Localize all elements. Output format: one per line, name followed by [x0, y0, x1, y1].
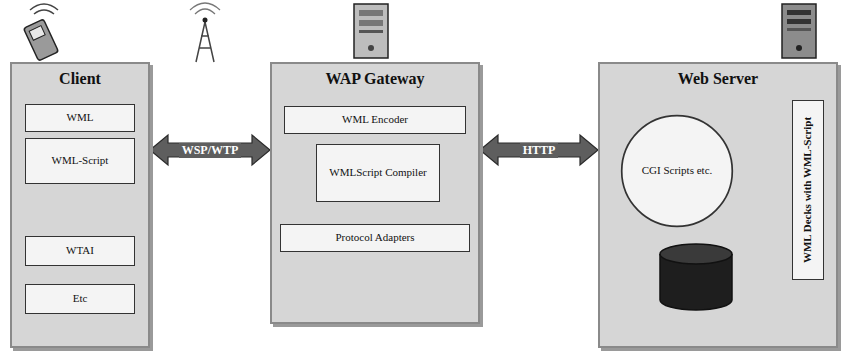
double-arrow — [480, 135, 598, 165]
double-arrow — [150, 135, 270, 165]
phone-icon — [23, 4, 58, 61]
module-box: WML — [25, 104, 135, 132]
module-box: Protocol Adapters — [280, 224, 470, 252]
box-label: WTAI — [62, 241, 98, 260]
box-label: WML-Script — [48, 151, 113, 170]
protocol-label: HTTP — [520, 143, 559, 158]
box-label: WML Decks with WML-Script — [798, 113, 817, 267]
box-label: Protocol Adapters — [331, 228, 418, 247]
database-cylinder — [656, 242, 736, 312]
module-box: WML Encoder — [284, 106, 466, 134]
system-box: WAP GatewayWML EncoderWMLScript Compiler… — [270, 62, 480, 324]
box-label: WML Encoder — [338, 110, 412, 129]
box-label: CGI Scripts etc. — [638, 161, 717, 180]
deck-box: WML Decks with WML-Script — [792, 100, 824, 280]
module-box: WTAI — [25, 236, 135, 266]
box-label: Etc — [69, 289, 92, 308]
module-box: WML-Script — [25, 138, 135, 184]
script-circle: CGI Scripts etc. — [620, 114, 734, 228]
system-box: ClientWML WML-ScriptWTAI Etc — [10, 62, 150, 348]
server-icon — [354, 4, 388, 58]
system-box: Web ServerCGI Scripts etc. WML Decks with… — [598, 62, 838, 348]
box-heading: WAP Gateway — [272, 64, 478, 88]
box-heading: Client — [12, 64, 148, 88]
box-label: WMLScript Compiler — [325, 163, 430, 182]
box-heading: Web Server — [600, 64, 836, 88]
protocol-label: WSP/WTP — [179, 143, 242, 158]
module-box: Etc — [25, 284, 135, 314]
computer-icon — [782, 4, 816, 58]
box-label: WML — [63, 108, 98, 127]
antenna-icon — [190, 3, 220, 62]
module-box: WMLScript Compiler — [316, 144, 440, 202]
